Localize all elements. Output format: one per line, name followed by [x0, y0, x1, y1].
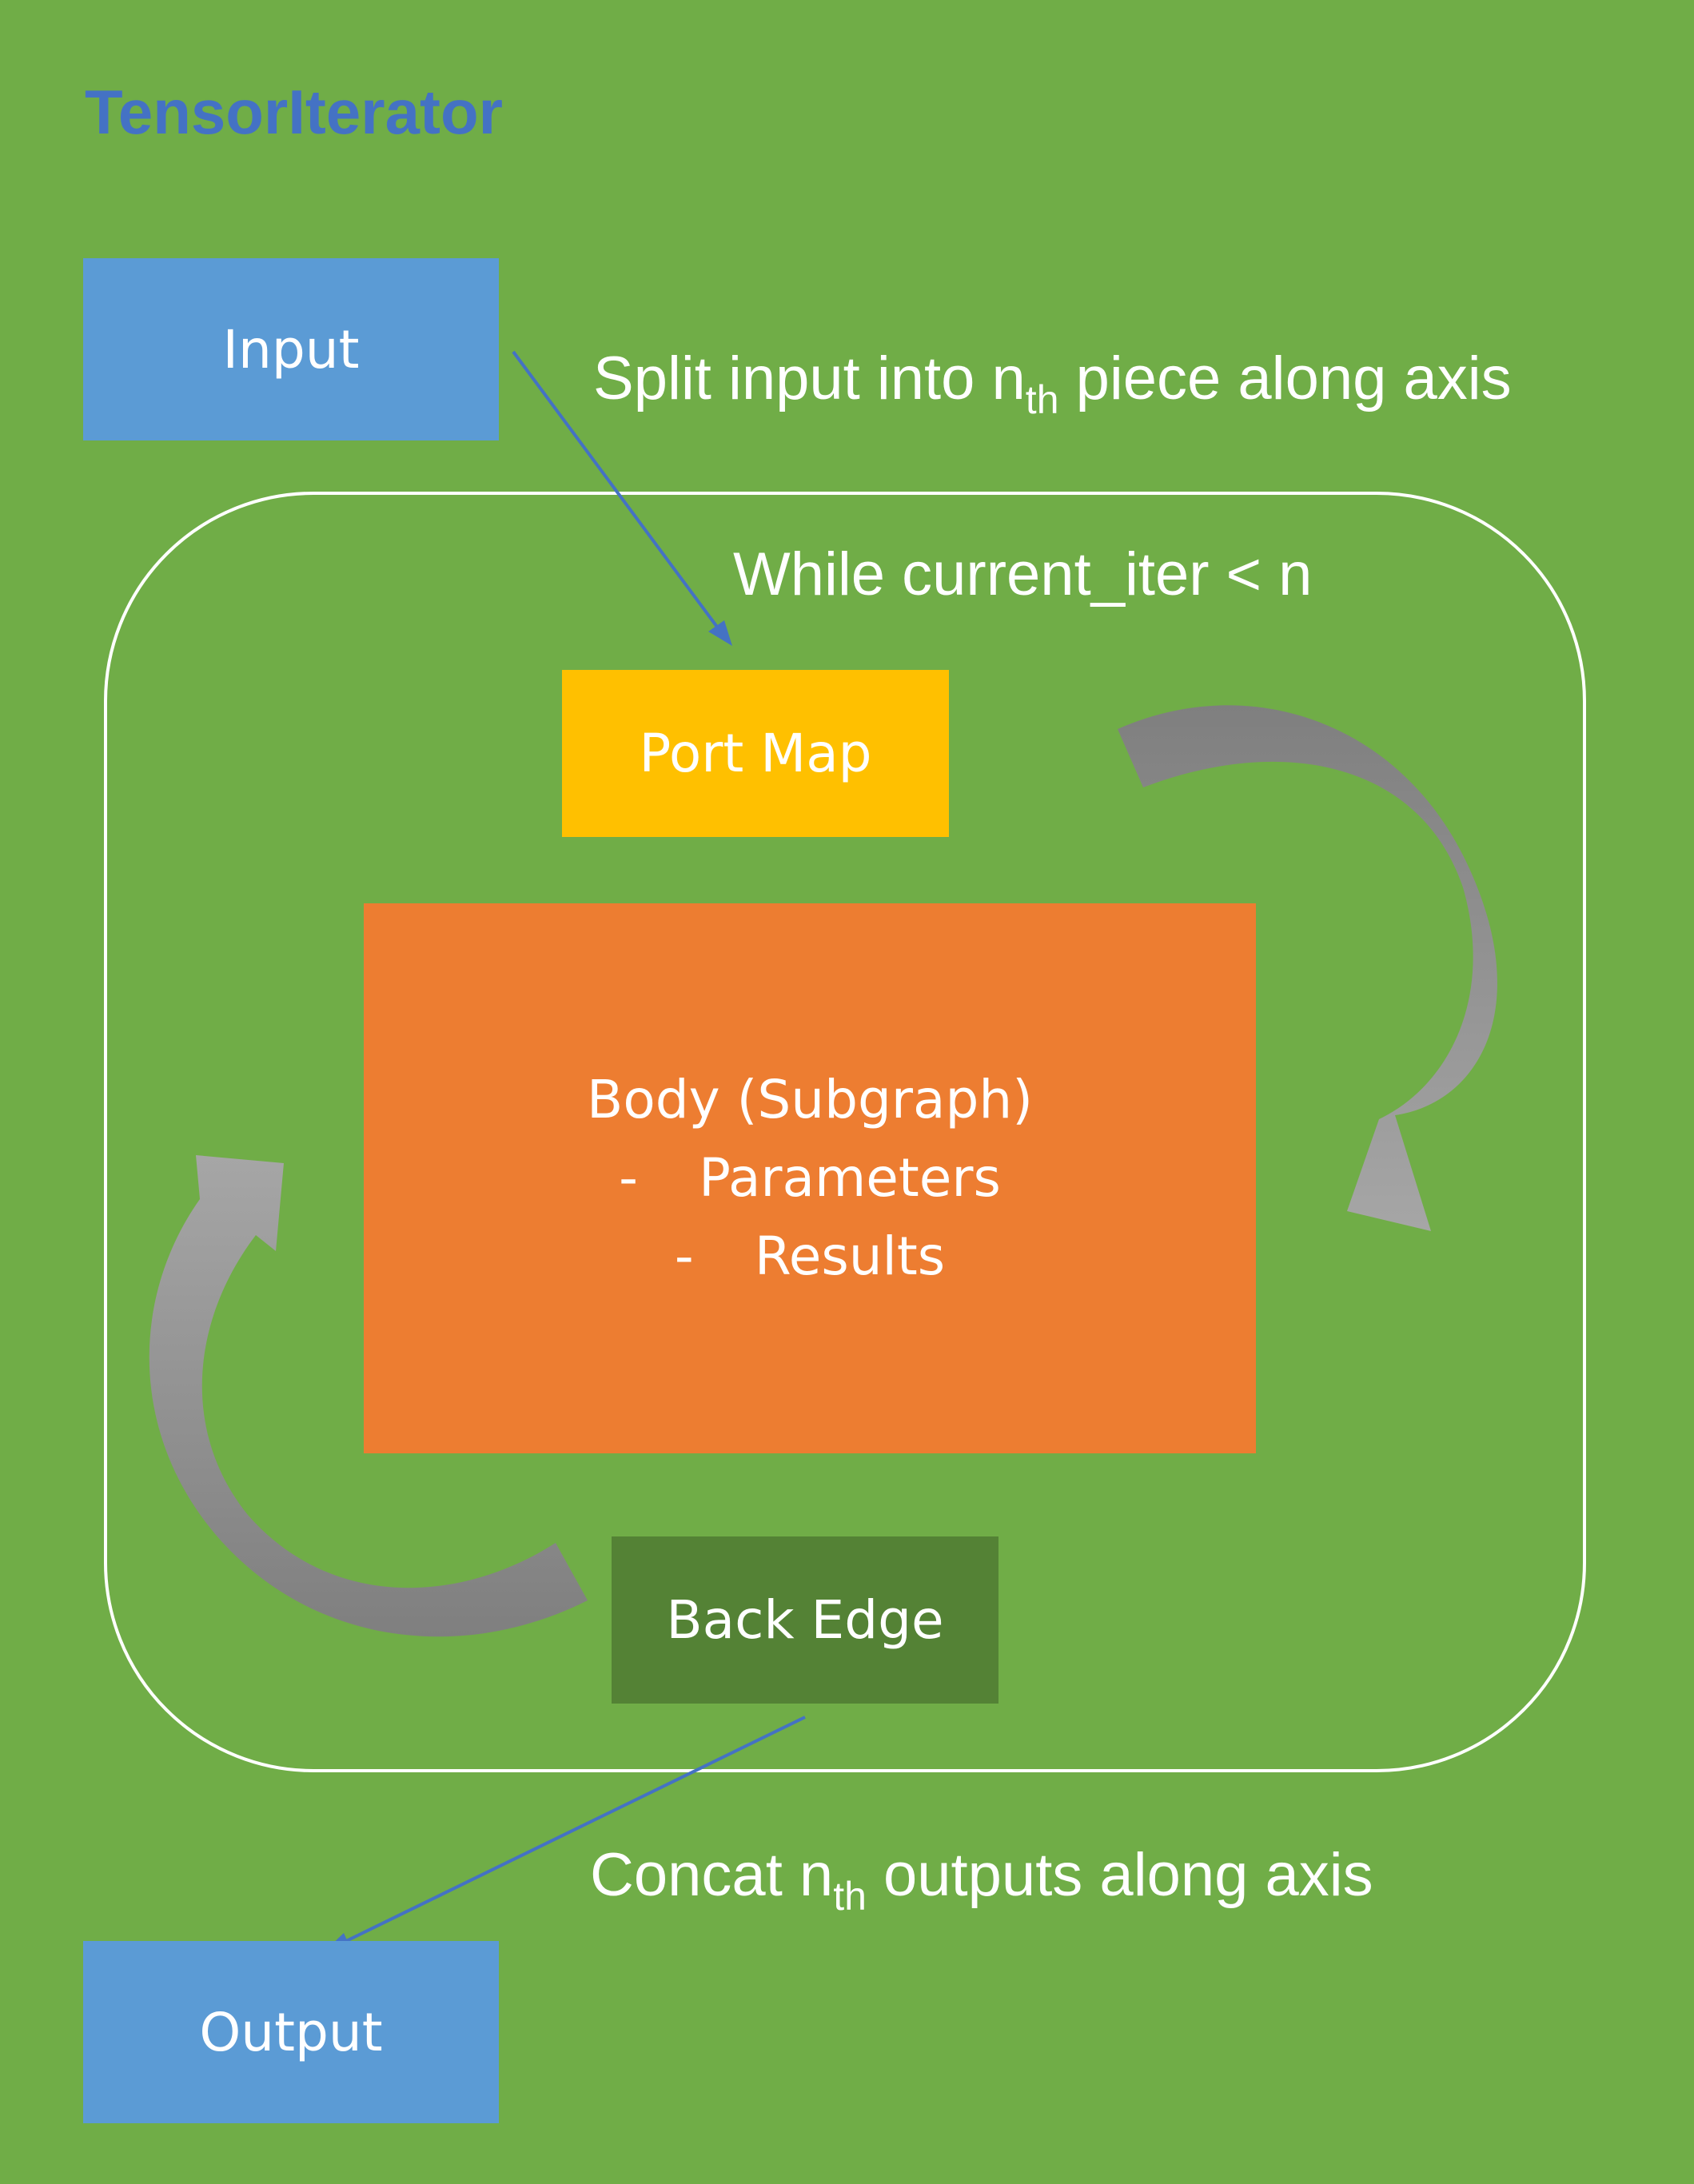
loop-container: [104, 492, 1586, 1772]
concat-annotation: Concat nth outputs along axis: [590, 1840, 1373, 1916]
back-edge-node: Back Edge: [612, 1536, 998, 1704]
body-heading: Body (Subgraph): [587, 1069, 1033, 1130]
page-title: TensorIterator: [85, 77, 503, 147]
split-text-sub: th: [1025, 377, 1059, 422]
split-text-after: piece along axis: [1058, 345, 1512, 412]
port-map-node: Port Map: [562, 670, 949, 837]
body-item-bullet: -: [619, 1147, 638, 1209]
connector-backedge-output: [339, 1716, 806, 1946]
cycle-arrow-left-icon: [149, 1155, 588, 1637]
body-item-text: Results: [754, 1226, 946, 1287]
body-item-text: Parameters: [699, 1147, 1001, 1209]
body-content: Body (Subgraph) -Parameters -Results: [587, 1061, 1033, 1296]
port-map-label: Port Map: [639, 723, 872, 784]
loop-condition: While current_iter < n: [733, 540, 1313, 608]
connector-input-portmap: [512, 350, 725, 637]
body-item-results: -Results: [675, 1218, 945, 1296]
concat-text-sub: th: [833, 1874, 867, 1919]
concat-text-before: Concat n: [590, 1841, 834, 1909]
concat-text-after: outputs along axis: [866, 1841, 1373, 1909]
body-item-parameters: -Parameters: [619, 1139, 1001, 1218]
input-label: Input: [222, 318, 360, 381]
back-edge-label: Back Edge: [666, 1589, 944, 1651]
split-text-before: Split input into n: [593, 345, 1026, 412]
output-node: Output: [83, 1941, 499, 2123]
output-label: Output: [199, 2001, 383, 2063]
cycle-arrow-right-icon: [1118, 705, 1497, 1231]
input-node: Input: [83, 258, 499, 440]
arrowhead-portmap-icon: [708, 620, 732, 646]
body-item-bullet: -: [674, 1226, 694, 1287]
body-node: Body (Subgraph) -Parameters -Results: [364, 903, 1256, 1453]
split-annotation: Split input into nth piece along axis: [593, 344, 1512, 420]
